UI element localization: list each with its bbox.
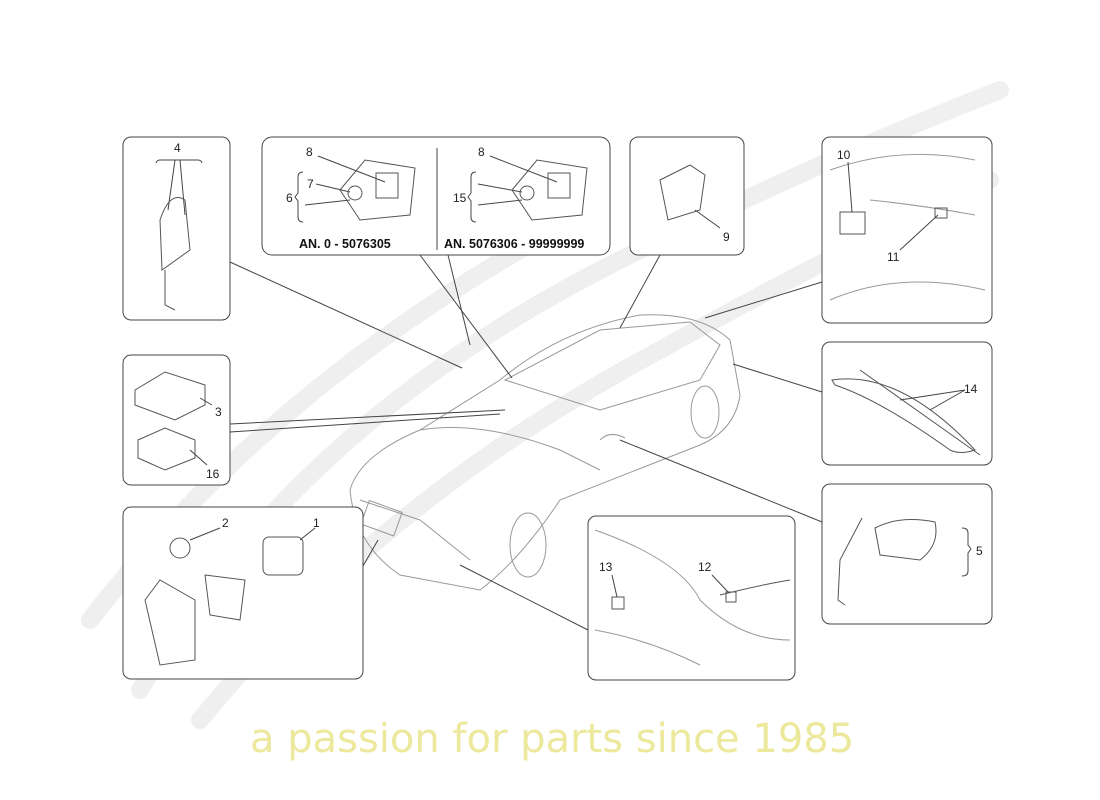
detail-box-4[interactable]: 4 (122, 136, 231, 321)
detail-box-12-13[interactable]: 13 12 (587, 515, 796, 681)
detail-box-9[interactable]: 9 (629, 136, 745, 256)
callout-11: 11 (887, 250, 900, 264)
callout-2: 2 (222, 516, 229, 530)
callout-5: 5 (976, 544, 983, 558)
detail-box-10-11[interactable]: 10 11 (821, 136, 993, 324)
car-illustration (349, 314, 741, 591)
callout-9: 9 (723, 230, 730, 244)
detail-box-3-16[interactable]: 3 16 (122, 354, 231, 486)
watermark-tagline-text: a passion for parts since 1985 (250, 716, 854, 762)
callout-15: 15 (453, 191, 467, 205)
callout-12: 12 (698, 560, 712, 574)
variant-label-left: AN. 0 - 5076305 (299, 237, 391, 251)
callout-14: 14 (964, 382, 978, 396)
callout-7: 7 (307, 177, 314, 191)
leader-lines (229, 254, 823, 631)
callout-4: 4 (174, 141, 181, 155)
callout-10: 10 (837, 148, 851, 162)
callout-6: 6 (286, 191, 293, 205)
detail-box-6-15[interactable]: 8 7 6 AN. 0 - 5076305 8 15 AN. 5076306 -… (261, 136, 611, 256)
detail-box-1-2[interactable]: 2 1 (122, 506, 364, 680)
callout-1: 1 (313, 516, 320, 530)
callout-13: 13 (599, 560, 613, 574)
detail-box-14[interactable]: 14 (821, 341, 993, 466)
callout-8-right: 8 (478, 145, 485, 159)
callout-3: 3 (215, 405, 222, 419)
callout-16: 16 (206, 467, 220, 481)
variant-label-right: AN. 5076306 - 99999999 (444, 237, 584, 251)
callout-8-left: 8 (306, 145, 313, 159)
detail-box-5[interactable]: 5 (821, 483, 993, 625)
